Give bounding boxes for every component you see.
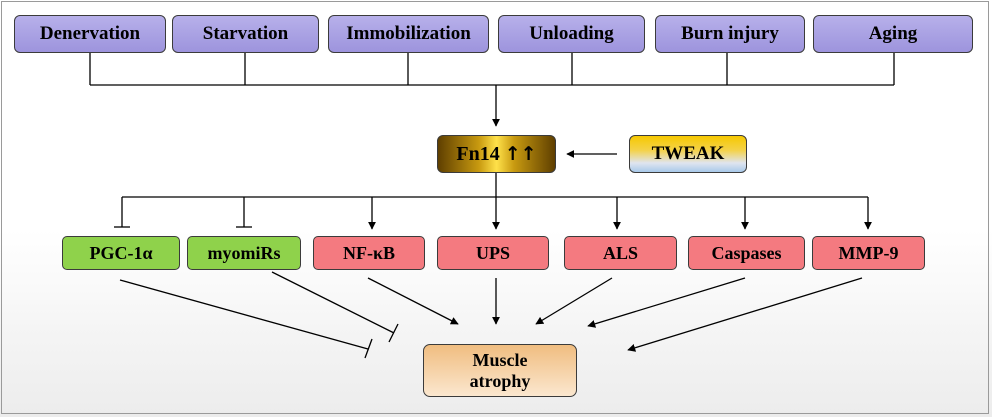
stimulus-starvation: Starvation	[172, 15, 319, 53]
mmp9-to-atrophy-arrow	[627, 277, 863, 352]
muscle-atrophy-node: Muscle atrophy	[423, 344, 577, 397]
node-ups: UPS	[437, 236, 549, 270]
pgc1a-inhibit-bar	[364, 338, 373, 359]
stimulus-unloading: Unloading	[498, 15, 645, 53]
stimulus-immobilization: Immobilization	[328, 15, 489, 53]
tweak-ligand-node: TWEAK	[629, 135, 747, 173]
outcome-line-1: Muscle	[472, 349, 528, 370]
stimulus-denervation: Denervation	[14, 15, 166, 53]
myomirs-inhibit-bar	[388, 323, 399, 343]
node-als: ALS	[564, 236, 677, 270]
node-nfkb: NF-κB	[313, 236, 425, 270]
outcome-line-2: atrophy	[469, 370, 531, 391]
node-pgc1a: PGC-1α	[62, 236, 180, 270]
nfkb-to-atrophy-arrow	[367, 277, 459, 325]
stimulus-aging: Aging	[813, 15, 973, 53]
stimulus-burn-injury: Burn injury	[655, 15, 805, 53]
pgc1a-inhibits-atrophy-line	[119, 279, 369, 350]
als-to-atrophy-arrow	[535, 277, 613, 325]
node-mmp9: MMP-9	[812, 236, 925, 270]
upregulation-arrows: ↑↑	[504, 143, 537, 165]
node-caspases: Caspases	[688, 236, 805, 270]
node-myomirs: myomiRs	[187, 236, 301, 270]
caspases-to-atrophy-arrow	[587, 277, 746, 328]
myomirs-inhibits-atrophy-line	[271, 271, 395, 334]
fn14-receptor-node: Fn14 ↑↑	[437, 135, 556, 173]
fn14-label: Fn14	[456, 142, 500, 165]
